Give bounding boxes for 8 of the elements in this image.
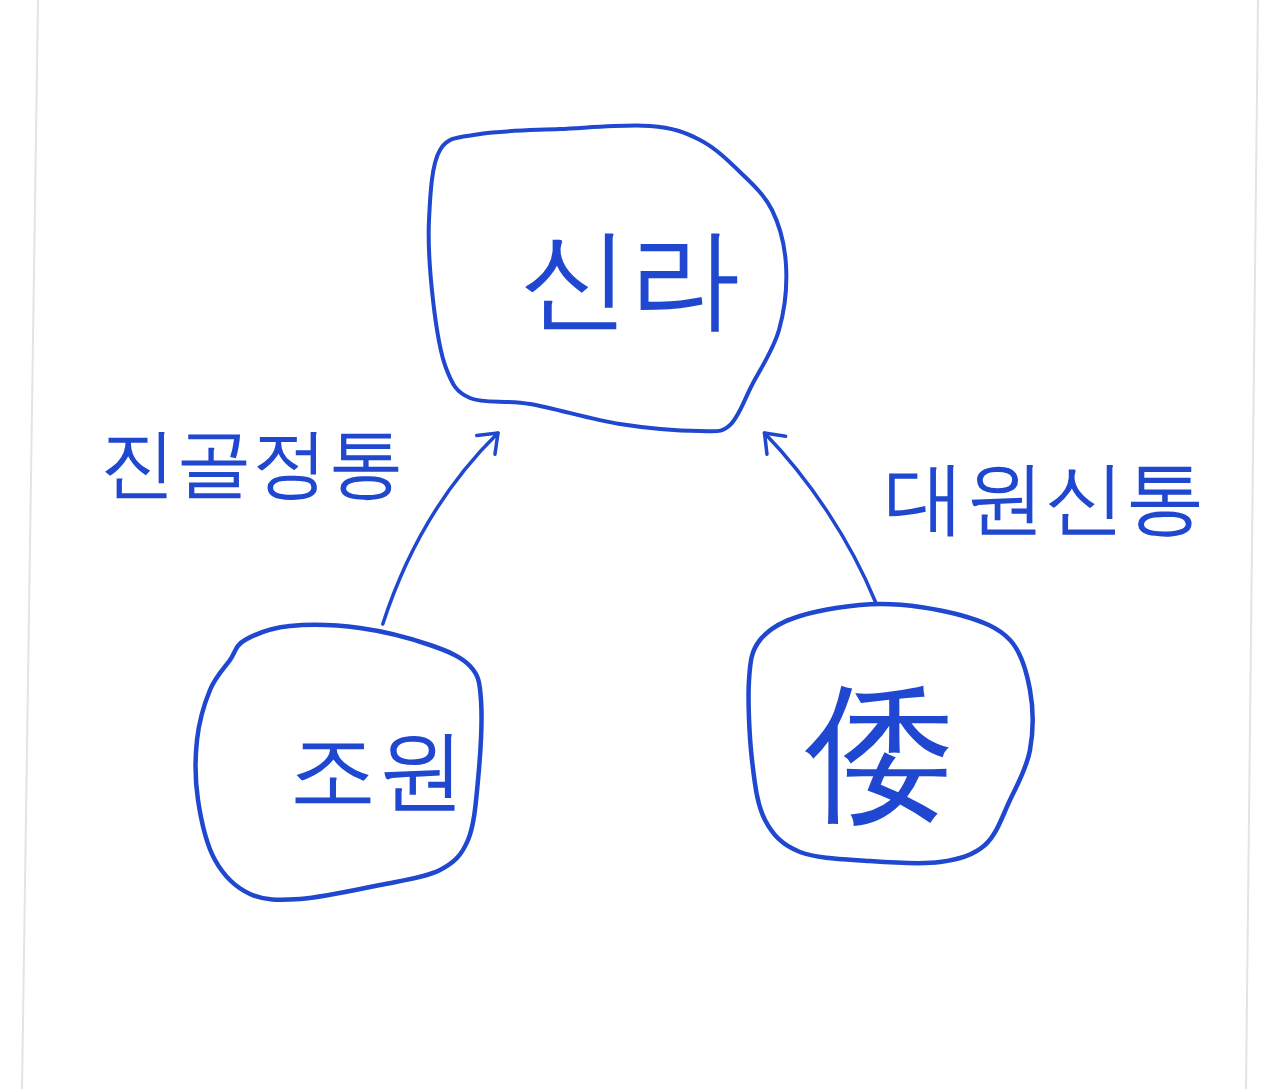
rounded-box (193, 622, 485, 905)
arrow (762, 431, 878, 604)
rounded-box (745, 600, 1035, 868)
node-label: 倭 (805, 677, 955, 827)
rounded-box (425, 125, 790, 435)
node-label: 신라 (520, 223, 740, 333)
arrow (381, 431, 500, 626)
node-label: 조원 (289, 726, 465, 814)
